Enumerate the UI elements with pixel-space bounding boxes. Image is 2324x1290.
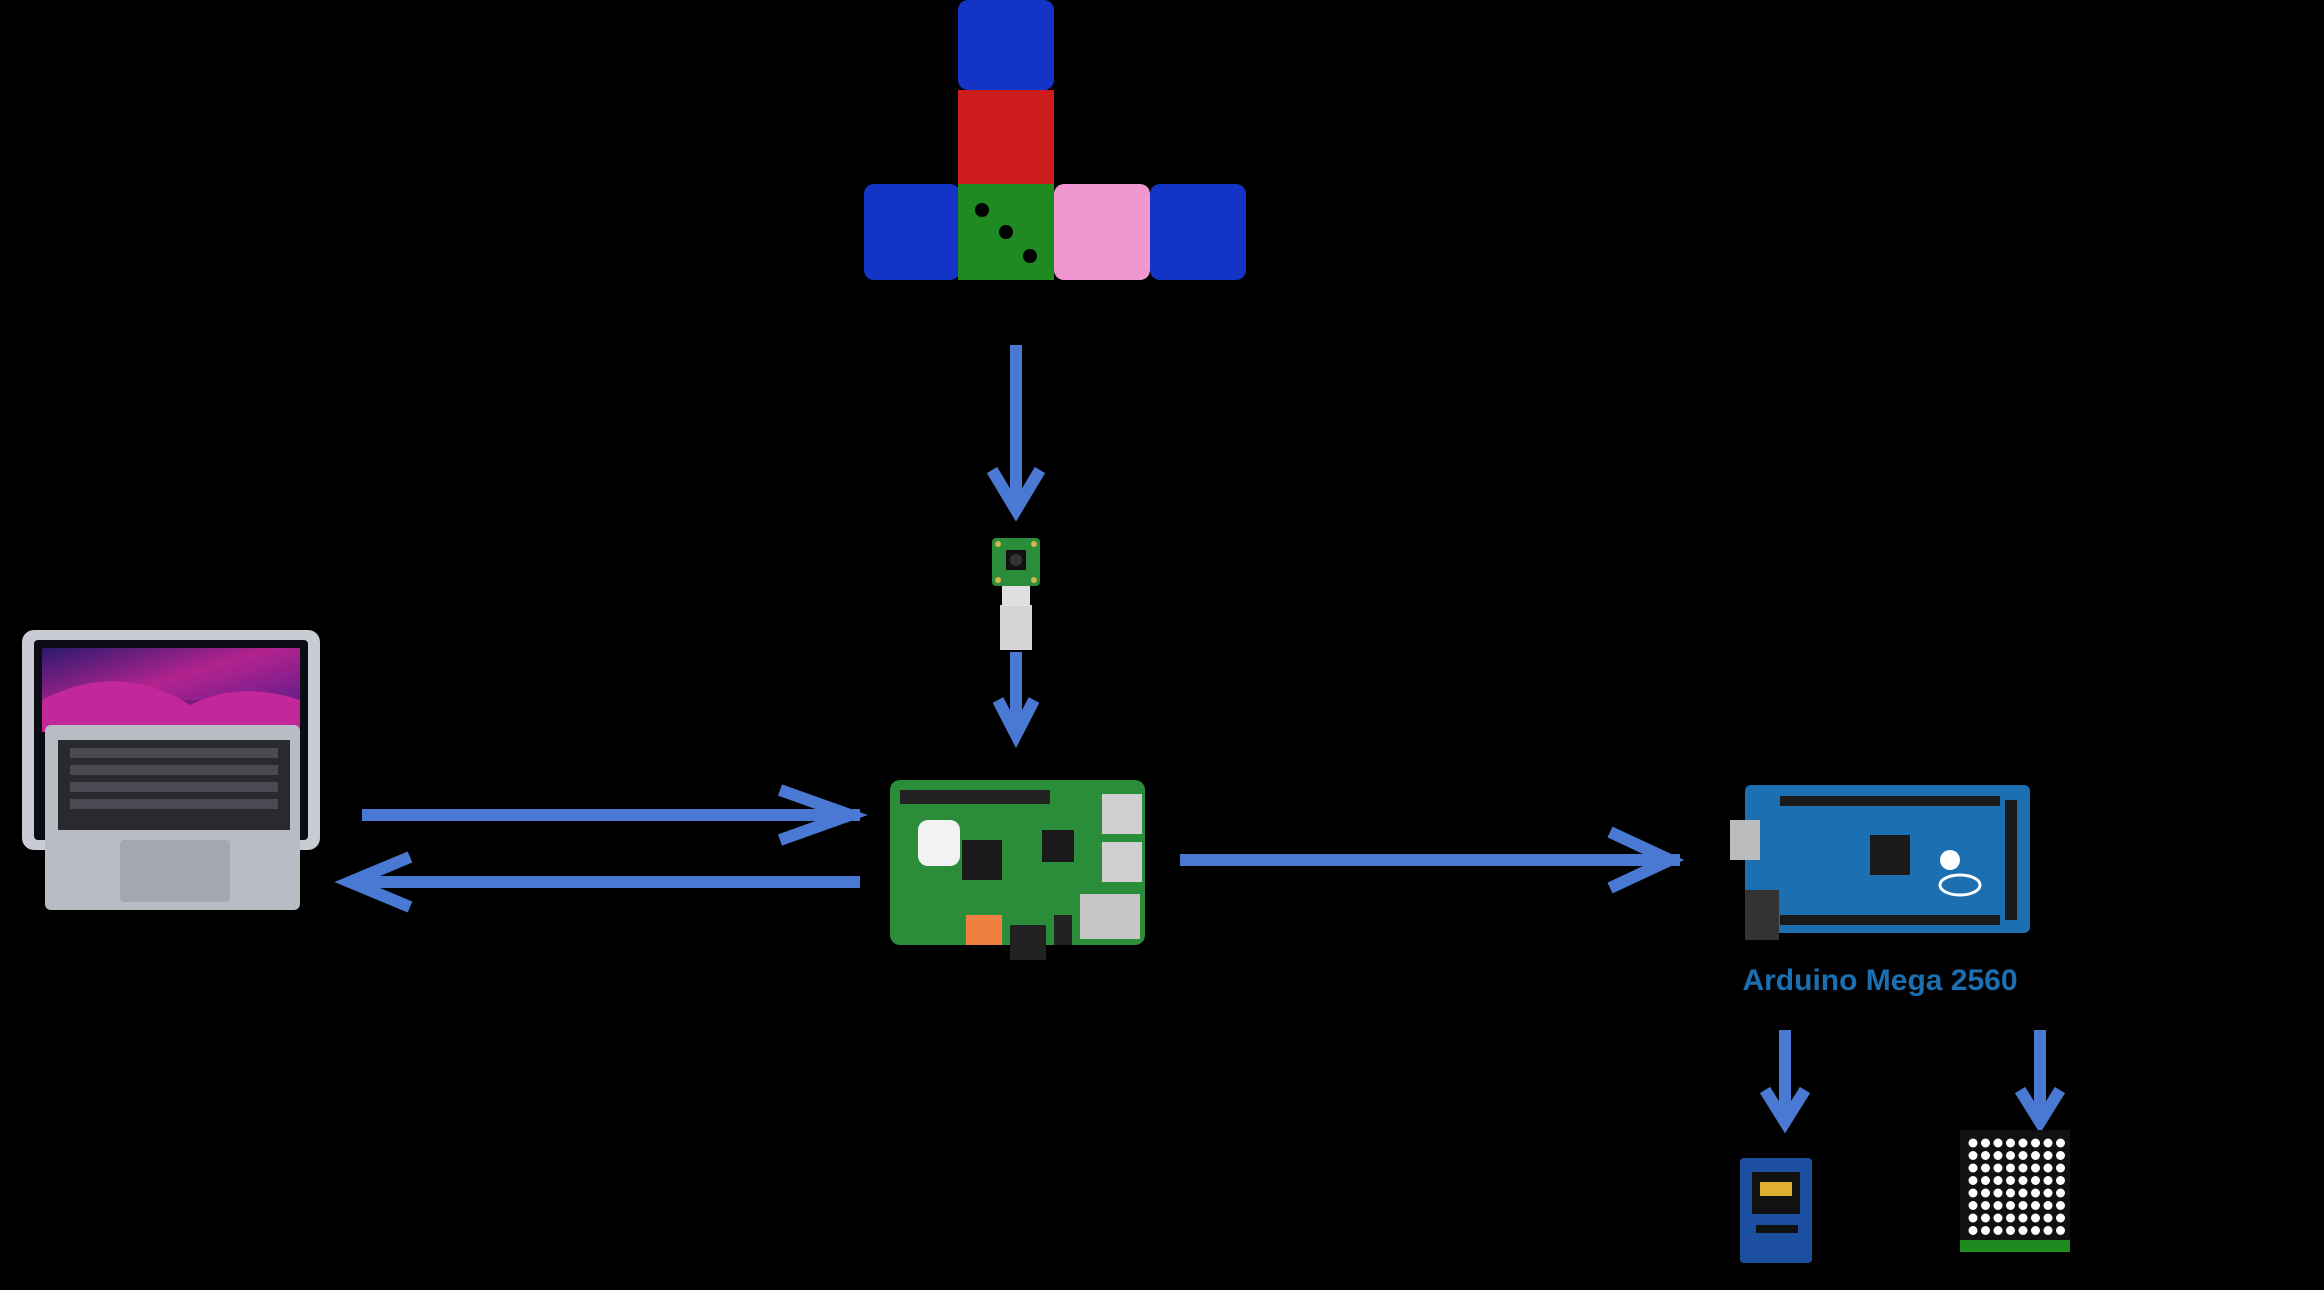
led-dot: [2006, 1138, 2015, 1148]
led-dot: [1968, 1138, 1978, 1148]
led-dot: [1993, 1176, 2003, 1185]
led-dot: [1993, 1226, 2003, 1235]
led-dot: [2006, 1201, 2015, 1210]
led-dot: [2006, 1213, 2015, 1223]
led-dot: [2031, 1163, 2040, 1173]
led-dot: [2043, 1213, 2053, 1223]
led-dot: [1981, 1188, 1990, 1198]
led-dot: [1993, 1163, 2003, 1173]
arrow-camera-to-raspberry-pi: [992, 652, 1040, 749]
led-dot: [1981, 1201, 1990, 1210]
camera-module-icon: [992, 538, 1040, 650]
led-dot: [2056, 1213, 2065, 1223]
led-dot: [2018, 1163, 2028, 1173]
led-dot: [2043, 1226, 2053, 1235]
led-dot: [2056, 1201, 2065, 1210]
led-dot: [2006, 1176, 2015, 1185]
led-dot: [2056, 1226, 2065, 1235]
led-dot: [2043, 1188, 2053, 1198]
led-dot: [2006, 1188, 2015, 1198]
led-matrix-8x8-icon: [1960, 1130, 2070, 1252]
led-dot: [1968, 1176, 1978, 1185]
led-dot: [2031, 1151, 2040, 1160]
led-dot: [1968, 1226, 1978, 1235]
led-dot: [2031, 1201, 2040, 1210]
led-dot: [2043, 1151, 2053, 1160]
led-dot: [1981, 1151, 1990, 1160]
led-dot: [1993, 1201, 2003, 1210]
led-dot: [2018, 1151, 2028, 1160]
raspberry-pi-board-icon: [890, 780, 1145, 960]
led-dot: [2056, 1151, 2065, 1160]
led-dot: [2043, 1163, 2053, 1173]
laptop-icon: [22, 630, 320, 910]
led-dot: [2006, 1151, 2015, 1160]
led-dot: [1981, 1163, 1990, 1173]
arrow-arduino-to-oled: [1759, 1030, 1811, 1134]
led-dot: [2056, 1138, 2065, 1148]
led-dot: [1981, 1138, 1990, 1148]
arrow-raspberry-pi-to-laptop: [334, 851, 860, 913]
arduino-mega-label: Arduino Mega 2560: [1742, 964, 2017, 997]
led-dot: [2006, 1226, 2015, 1235]
arrow-dice-to-camera: [986, 345, 1046, 522]
dice-faces-icon: [864, 0, 1246, 280]
oled-display-module-icon: [1740, 1158, 1812, 1263]
arduino-mega-board-icon: [1730, 785, 2030, 940]
led-dot: [1968, 1201, 1978, 1210]
led-dot: [2031, 1176, 2040, 1185]
led-dot: [2056, 1188, 2065, 1198]
arrow-arduino-to-led-matrix: [2014, 1030, 2066, 1134]
led-dot: [1981, 1176, 1990, 1185]
led-dot: [2031, 1188, 2040, 1198]
led-dot: [2056, 1163, 2065, 1173]
led-dot: [1993, 1188, 2003, 1198]
led-dot: [2018, 1201, 2028, 1210]
led-dot: [1968, 1213, 1978, 1223]
led-dot: [2018, 1176, 2028, 1185]
led-dot: [2031, 1226, 2040, 1235]
led-dot: [2043, 1176, 2053, 1185]
led-dot: [2043, 1201, 2053, 1210]
led-dot: [2018, 1138, 2028, 1148]
led-dot: [1993, 1213, 2003, 1223]
led-dot: [2006, 1163, 2015, 1173]
led-dot: [2018, 1226, 2028, 1235]
led-dot: [1981, 1226, 1990, 1235]
led-dot: [1993, 1138, 2003, 1148]
led-dot: [2031, 1138, 2040, 1148]
led-dot: [1968, 1163, 1978, 1173]
led-dot: [1968, 1151, 1978, 1160]
led-dot: [1993, 1151, 2003, 1160]
led-dot: [2018, 1188, 2028, 1198]
led-dot: [2018, 1213, 2028, 1223]
led-dot: [2031, 1213, 2040, 1223]
arrow-raspberry-pi-to-arduino: [1180, 826, 1685, 894]
led-dot: [1968, 1188, 1978, 1198]
arrow-laptop-to-raspberry-pi: [362, 784, 868, 846]
led-dot: [2043, 1138, 2053, 1148]
led-dot: [2056, 1176, 2065, 1185]
led-dot: [1981, 1213, 1990, 1223]
